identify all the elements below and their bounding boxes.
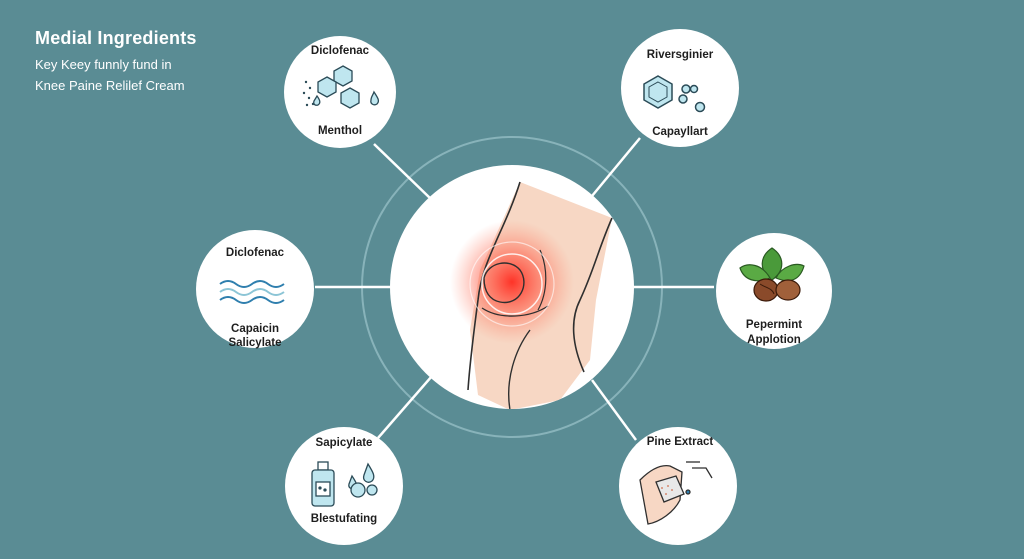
mid-left-bottom-label-2: Salicylate — [228, 337, 282, 349]
connector-bottom-left — [377, 375, 433, 439]
connector-bottom-right — [590, 379, 638, 441]
top-left-top-label: Diclofenac — [310, 45, 370, 57]
bottom-right-top-label: Pine Extract — [646, 436, 714, 448]
page-subtitle-line-2: Knee Paine Relilef Cream — [35, 78, 185, 93]
hand-cream-icon — [639, 461, 713, 525]
bottle-drops-icon — [311, 461, 378, 507]
connector-lines — [315, 137, 714, 441]
title-block: Medial Ingredients Key Keey funnly fund … — [35, 28, 197, 93]
node-circle-top-left — [284, 36, 396, 148]
knee-illustration — [390, 165, 634, 409]
bottom-left-bottom-label: Blestufating — [310, 513, 378, 525]
top-right-bottom-label: Capayllart — [652, 126, 708, 138]
page-subtitle-line-1: Key Keey funnly fund in — [35, 57, 172, 72]
page-title: Medial Ingredients — [35, 28, 197, 48]
waves-icon — [219, 280, 285, 304]
top-right-top-label: Riversginier — [646, 49, 714, 61]
molecule-icon — [643, 75, 706, 113]
mid-left-top-label: Diclofenac — [225, 247, 285, 259]
node-circle-bottom-left — [285, 427, 403, 545]
mid-right-label-1: Pepermint — [745, 319, 803, 331]
mid-right-label-2: Applotion — [747, 334, 801, 346]
hexagon-molecule-icon — [302, 65, 380, 109]
connector-top-left — [373, 143, 433, 201]
top-left-bottom-label: Menthol — [317, 125, 363, 137]
mid-left-bottom-label-1: Capaicin — [231, 323, 279, 335]
node-circle-mid-left — [196, 230, 314, 348]
node-circle-top-right — [621, 29, 739, 147]
leaves-nuts-icon — [739, 247, 805, 302]
connector-top-right — [591, 137, 641, 197]
bottom-left-top-label: Sapicylate — [315, 437, 373, 449]
